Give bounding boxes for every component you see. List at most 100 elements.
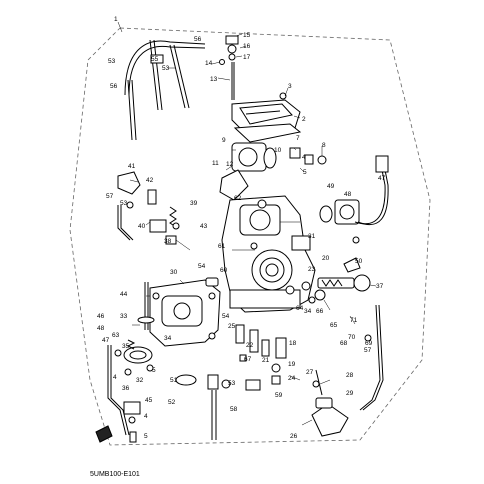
label-71: 71 (350, 317, 358, 324)
label-69: 69 (365, 340, 373, 347)
label-34-left: 34 (164, 335, 172, 342)
label-53-mid: 53 (120, 200, 128, 207)
corner-leader (117, 21, 123, 33)
label-15: 15 (243, 32, 251, 39)
part-labels: 1 15 16 17 14 13 56 55 53 53 56 3 2 9 7 … (97, 16, 386, 440)
label-45: 45 (145, 397, 153, 404)
label-8: 8 (322, 142, 326, 149)
jet-column (235, 324, 287, 391)
label-54-lower: 54 (222, 313, 230, 320)
accelerator-pump-parts (117, 171, 180, 245)
carburetor-body (221, 195, 316, 313)
label-47-left: 47 (102, 337, 110, 344)
throttle-position-sensor (319, 155, 389, 244)
label-5-top: 5 (303, 169, 307, 176)
label-4-left: 4 (113, 374, 117, 381)
label-68: 68 (340, 340, 348, 347)
label-20: 20 (322, 255, 330, 262)
label-4-top: 4 (302, 154, 306, 161)
long-hose-left (117, 205, 134, 241)
label-43: 43 (200, 223, 208, 230)
label-1: 1 (114, 16, 118, 23)
label-53-lower: 53 (228, 380, 236, 387)
label-58: 58 (230, 406, 238, 413)
label-51: 51 (170, 377, 178, 384)
assembly-boundary (69, 27, 431, 446)
label-34-right: 34 (304, 308, 312, 315)
label-39: 39 (190, 200, 198, 207)
label-11: 11 (212, 160, 219, 167)
label-24: 24 (288, 375, 296, 382)
label-22: 22 (246, 342, 254, 349)
top-cover (231, 92, 302, 143)
label-70: 70 (348, 334, 356, 341)
label-53-left: 53 (108, 58, 116, 65)
label-3: 3 (288, 83, 292, 90)
label-12: 12 (226, 161, 234, 168)
label-67: 67 (244, 356, 252, 363)
label-38: 38 (164, 238, 172, 245)
label-21: 21 (262, 357, 270, 364)
label-5-left: 5 (152, 367, 156, 374)
pump-diaphragm (114, 339, 154, 376)
label-14: 14 (205, 60, 213, 67)
label-13: 13 (210, 76, 218, 83)
label-65: 65 (330, 322, 338, 329)
label-36: 36 (122, 385, 130, 392)
label-56-left: 56 (110, 83, 118, 90)
label-47: 47 (378, 175, 386, 182)
pump-rod (137, 282, 155, 330)
label-54-upper: 54 (198, 263, 206, 270)
label-48: 48 (344, 191, 352, 198)
label-10: 10 (274, 147, 282, 154)
hot-start-plunger (311, 369, 349, 437)
label-27: 27 (306, 369, 314, 376)
label-57-left: 57 (106, 193, 114, 200)
label-53-top: 53 (162, 65, 170, 72)
label-49: 49 (327, 183, 335, 190)
throttle-valve-parts (219, 142, 327, 201)
label-66: 66 (316, 308, 324, 315)
label-48-left: 48 (97, 325, 105, 332)
label-57-right: 57 (364, 347, 372, 354)
label-29: 29 (346, 390, 354, 397)
label-28: 28 (346, 372, 354, 379)
label-64: 64 (296, 305, 304, 312)
label-5-bottom: 5 (144, 433, 148, 440)
label-19: 19 (288, 361, 296, 368)
choke-hose-left (95, 345, 141, 443)
label-52: 52 (168, 399, 176, 406)
label-9: 9 (222, 137, 226, 144)
label-18: 18 (289, 340, 297, 347)
label-33: 33 (120, 313, 128, 320)
label-17: 17 (243, 54, 251, 61)
drawing-code: 5UMB100-E101 (90, 471, 140, 478)
label-16: 16 (243, 43, 251, 50)
label-50: 50 (355, 258, 363, 265)
label-4-bottom: 4 (144, 413, 148, 420)
label-23: 23 (308, 266, 316, 273)
label-55: 55 (151, 56, 159, 63)
label-56-top: 56 (194, 36, 202, 43)
label-31-top: 31 (308, 233, 316, 240)
label-37: 37 (376, 283, 384, 290)
label-44: 44 (120, 291, 128, 298)
label-41: 41 (128, 163, 136, 170)
label-46: 46 (97, 313, 105, 320)
adjuster-screw-assembly (308, 257, 371, 304)
label-63: 63 (112, 332, 120, 339)
vent-hoses-top (124, 39, 206, 141)
float-chamber (149, 277, 221, 347)
label-60: 60 (220, 267, 228, 274)
jet-needle-parts (219, 35, 239, 100)
label-62: 62 (234, 195, 242, 202)
label-59: 59 (275, 392, 283, 399)
label-40: 40 (138, 223, 146, 230)
label-2: 2 (302, 116, 306, 123)
label-61: 61 (218, 243, 226, 250)
label-7: 7 (296, 135, 300, 142)
label-30: 30 (170, 269, 178, 276)
label-35: 35 (122, 343, 130, 350)
label-25: 25 (228, 323, 236, 330)
